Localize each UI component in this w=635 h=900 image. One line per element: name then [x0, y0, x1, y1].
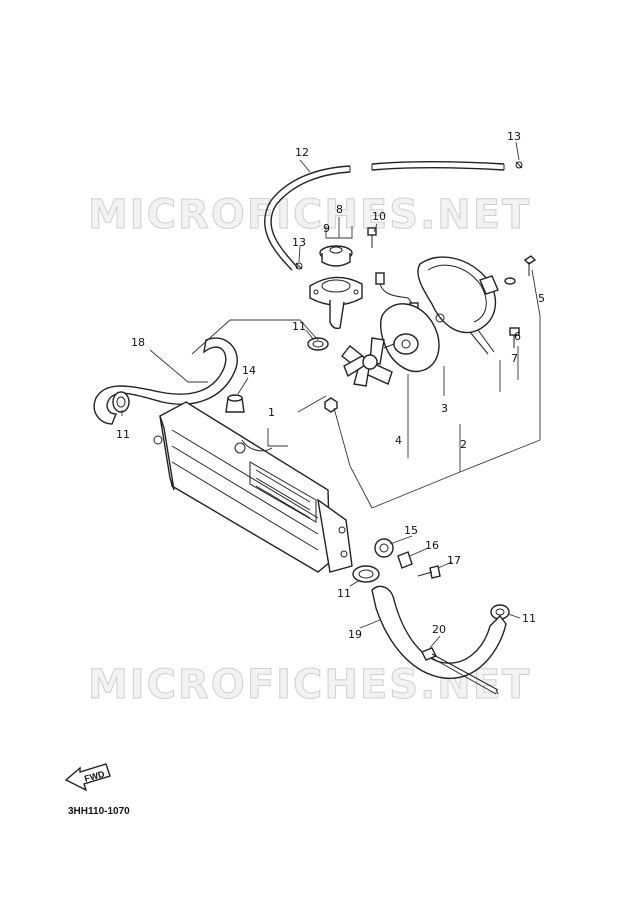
callout-11b: 11	[116, 428, 130, 441]
fan-shroud-part	[417, 256, 499, 355]
hose-clamp-part-11c	[352, 565, 380, 583]
watermark-top: MICROFICHES.NET	[88, 192, 531, 238]
grommet-part	[374, 538, 394, 558]
callout-9: 9	[323, 222, 330, 235]
callout-11a: 11	[292, 320, 306, 333]
callout-11d: 11	[522, 612, 536, 625]
callout-12: 12	[295, 146, 309, 159]
bolt-part-10	[367, 227, 377, 248]
cable-tie-part	[421, 647, 499, 695]
callout-8: 8	[336, 203, 343, 216]
fan-motor-part	[379, 303, 440, 373]
assembly-leader-lines	[149, 217, 541, 509]
callout-16: 16	[425, 539, 439, 552]
callout-5: 5	[538, 292, 545, 305]
washer-part-6	[504, 277, 516, 285]
callout-3: 3	[441, 402, 448, 415]
radiator-part	[153, 401, 353, 573]
callout-leader-stubs	[121, 141, 521, 649]
upper-radiator-hose-part	[93, 337, 238, 425]
thermo-switch-part	[375, 272, 419, 310]
radiator-cap-part	[319, 245, 353, 267]
callout-11c: 11	[337, 587, 351, 600]
callout-7: 7	[511, 352, 518, 365]
callout-15: 15	[404, 524, 418, 537]
hose-clamp-part-11b	[112, 391, 130, 413]
callout-17: 17	[447, 554, 461, 567]
bolt-part-17	[417, 565, 441, 579]
fan-nut-part	[324, 397, 338, 413]
callout-1: 1	[268, 406, 275, 419]
callout-4: 4	[395, 434, 402, 447]
callout-13a: 13	[507, 130, 521, 143]
callout-14: 14	[242, 364, 256, 377]
callout-19: 19	[348, 628, 362, 641]
callout-13b: 13	[292, 236, 306, 249]
lower-radiator-hose-part	[371, 585, 507, 679]
collar-part	[397, 551, 413, 569]
diagram-code: 3HH110-1070	[68, 806, 130, 817]
callout-18: 18	[131, 336, 145, 349]
callout-10: 10	[372, 210, 386, 223]
callout-20: 20	[432, 623, 446, 636]
hose-clip-part-13b	[295, 262, 303, 270]
hose-clamp-part-11a	[307, 337, 329, 351]
callout-2: 2	[460, 438, 467, 451]
overflow-hose-part	[264, 160, 505, 271]
bolt-part-top-right	[523, 255, 537, 276]
hose-clip-part-13a	[515, 161, 523, 169]
bolt-part-7	[509, 327, 520, 348]
fwd-arrow-icon: FWD	[64, 763, 111, 792]
fan-blade-part	[341, 337, 393, 387]
filler-neck-part	[309, 276, 363, 330]
drain-plug-part	[225, 394, 245, 413]
callout-6: 6	[514, 330, 521, 343]
